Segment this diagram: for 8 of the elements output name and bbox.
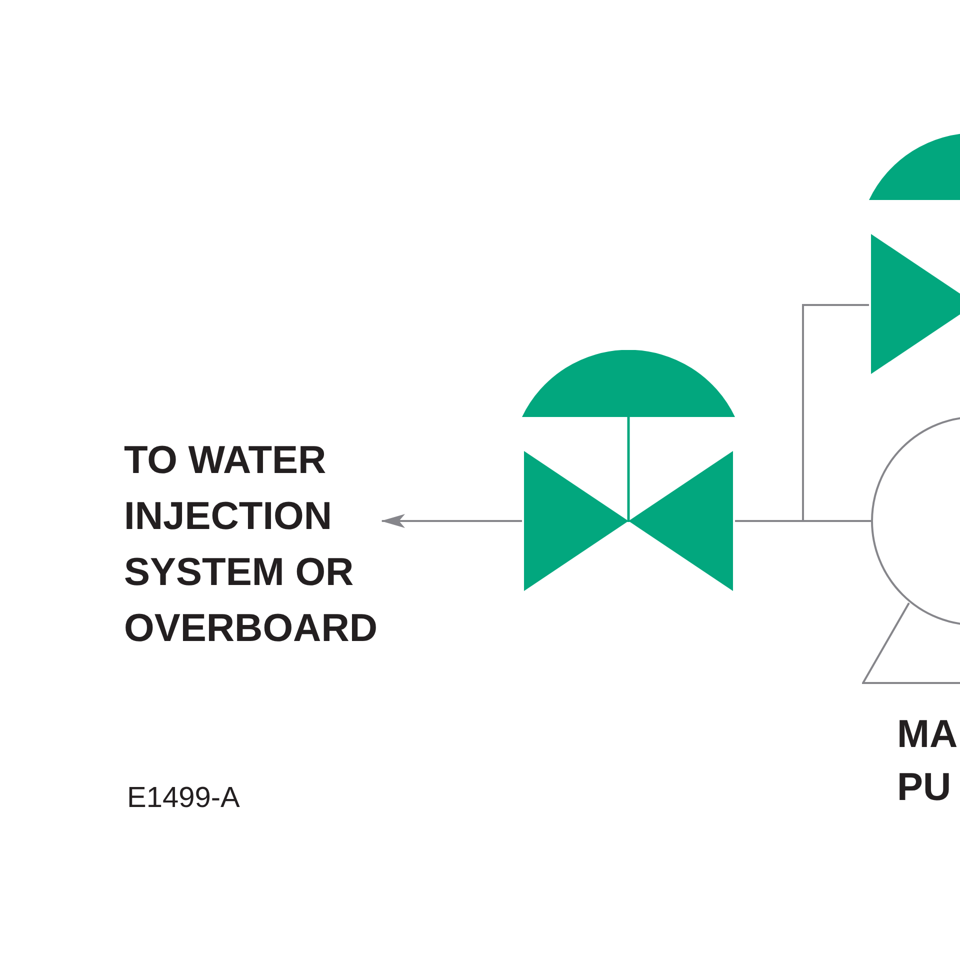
destination-label: TO WATER INJECTION SYSTEM OR OVERBOARD (124, 433, 382, 657)
control-valve-symbol (522, 350, 735, 591)
drawing-number: E1499-A (127, 781, 240, 815)
flow-arrow (381, 514, 522, 528)
pump-symbol (871, 416, 960, 626)
control-valve-symbol (869, 133, 960, 376)
pipe-line (802, 304, 871, 522)
pump-label: MA PU (897, 712, 956, 811)
